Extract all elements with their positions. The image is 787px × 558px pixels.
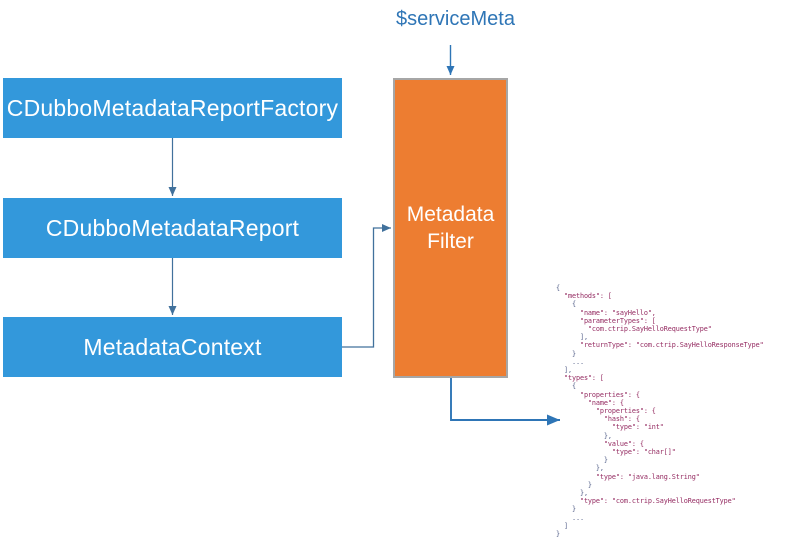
json-code-line: "properties": { bbox=[556, 390, 640, 399]
json-code-line: }, bbox=[556, 489, 588, 498]
json-code-line: "value": { bbox=[556, 439, 644, 448]
json-code-line: "name": "sayHello", bbox=[556, 308, 656, 317]
node-cdubbo-metadata-report-factory: CDubboMetadataReportFactory bbox=[3, 78, 342, 138]
json-code-line: } bbox=[556, 480, 592, 489]
node-label: CDubboMetadataReportFactory bbox=[6, 94, 339, 121]
json-code-line: ... bbox=[556, 357, 584, 366]
json-code-line: ], bbox=[556, 333, 588, 342]
json-code: { "methods": [ { "name": "sayHello", "pa… bbox=[556, 284, 764, 538]
json-code-line: } bbox=[556, 456, 608, 465]
json-code-line: "type": "int" bbox=[556, 423, 664, 432]
json-code-line: } bbox=[556, 349, 576, 358]
json-code-line: ] bbox=[556, 521, 568, 530]
json-code-line: "returnType": "com.ctrip.SayHelloRespons… bbox=[556, 341, 764, 350]
json-code-line: "type": "java.lang.String" bbox=[556, 472, 700, 481]
node-metadata-context: MetadataContext bbox=[3, 317, 342, 377]
json-code-line: { bbox=[556, 382, 576, 391]
json-code-line: { bbox=[556, 284, 560, 292]
json-code-line: "name": { bbox=[556, 398, 624, 407]
arrow-context-to-filter bbox=[342, 224, 391, 348]
json-code-line: "type": "char[]" bbox=[556, 448, 676, 457]
json-code-line: "types": [ bbox=[556, 374, 604, 383]
json-code-line: ], bbox=[556, 366, 572, 375]
json-code-line: "methods": [ bbox=[556, 292, 612, 301]
json-code-line: { bbox=[556, 300, 576, 309]
node-cdubbo-metadata-report: CDubboMetadataReport bbox=[3, 198, 342, 258]
json-code-line: ... bbox=[556, 513, 584, 522]
arrow-filter-to-json bbox=[450, 378, 560, 426]
json-code-line: } bbox=[556, 530, 560, 539]
node-label: Metadata Filter bbox=[406, 202, 495, 253]
json-code-line: }, bbox=[556, 431, 612, 440]
json-code-line: }, bbox=[556, 464, 604, 473]
json-code-line: "parameterTypes": [ bbox=[556, 316, 656, 325]
node-label: CDubboMetadataReport bbox=[45, 214, 300, 241]
json-code-line: "com.ctrip.SayHelloRequestType" bbox=[556, 325, 712, 334]
json-code-line: "type": "com.ctrip.SayHelloRequestType" bbox=[556, 497, 736, 506]
json-code-line: } bbox=[556, 505, 576, 514]
service-meta-label: $serviceMeta bbox=[396, 8, 515, 30]
json-code-line: "hash": { bbox=[556, 415, 640, 424]
node-label: MetadataContext bbox=[83, 333, 262, 360]
node-metadata-filter: Metadata Filter bbox=[393, 78, 508, 378]
json-code-line: "properties": { bbox=[556, 407, 656, 416]
